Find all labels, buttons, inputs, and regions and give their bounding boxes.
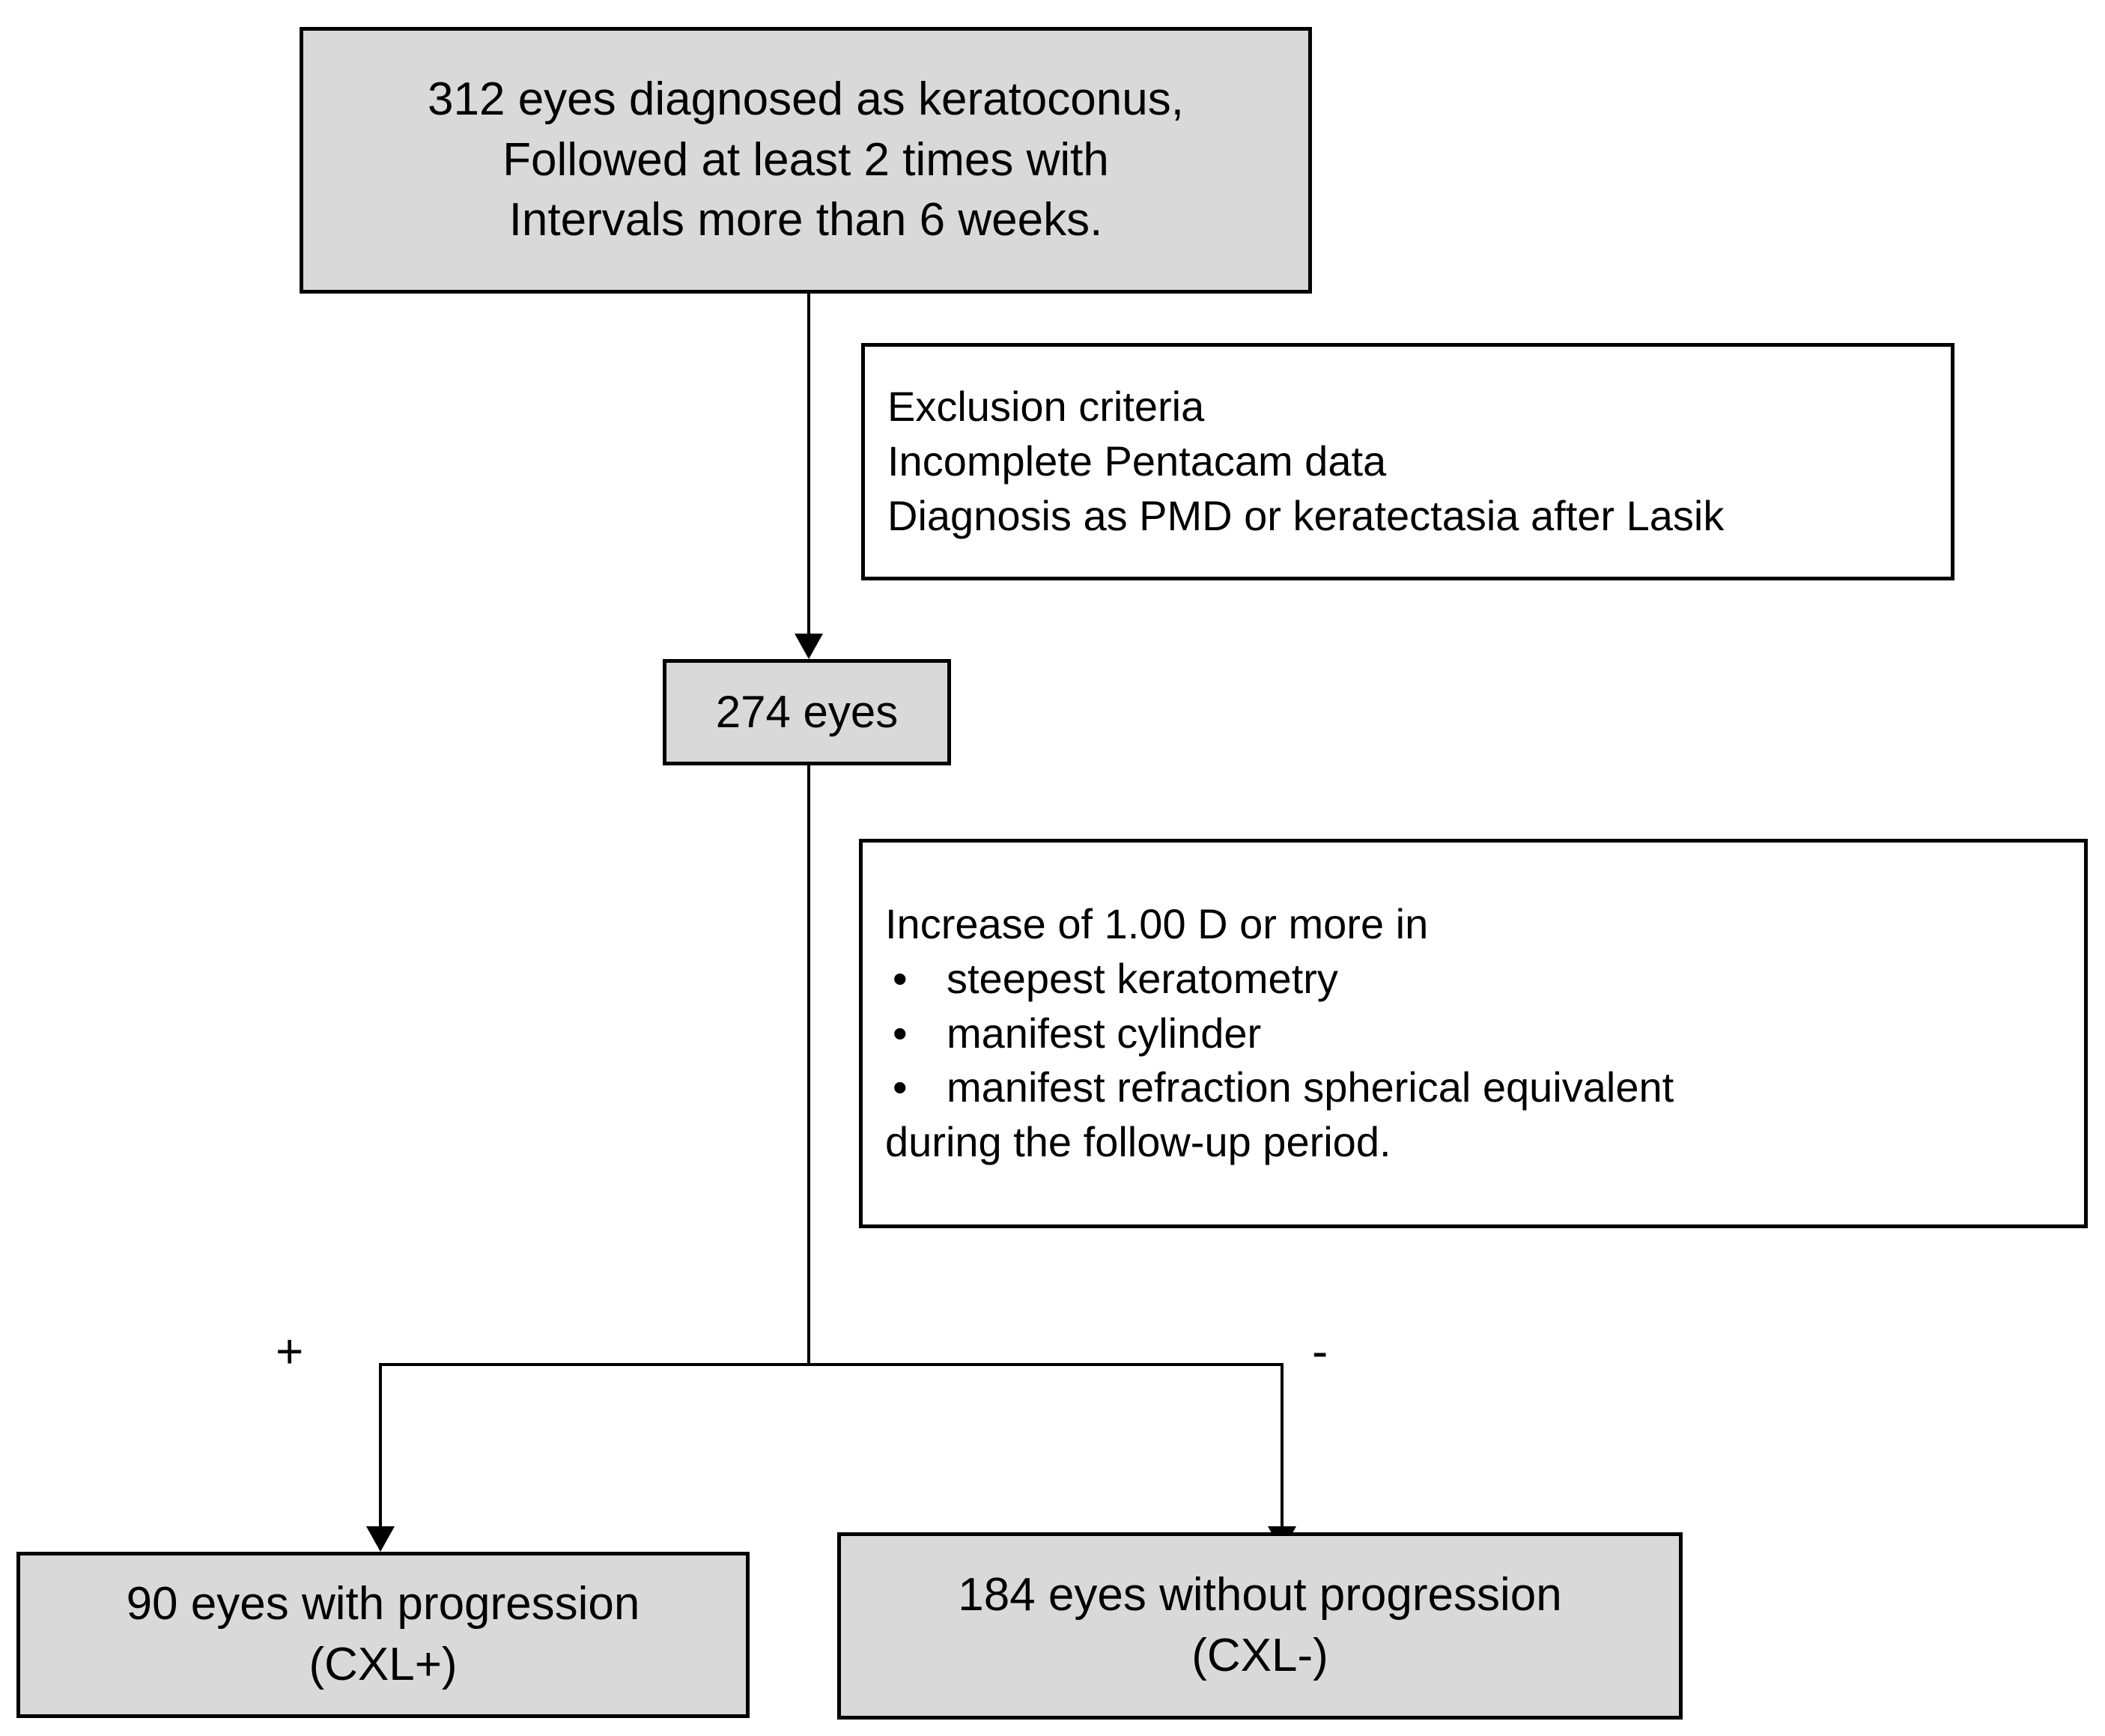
node-initial-cohort-line-2: Followed at least 2 times with — [502, 133, 1109, 186]
node-cxl-negative-line-1: 184 eyes without progression — [958, 1569, 1562, 1621]
progression-criteria-footer: during the follow-up period. — [885, 1118, 1391, 1166]
progression-criteria-heading: Increase of 1.00 D or more in — [885, 900, 1429, 947]
node-initial-cohort: 312 eyes diagnosed as keratoconus, Follo… — [300, 27, 1312, 294]
progression-criteria-bullet-2-text: manifest cylinder — [947, 1009, 1262, 1057]
arrowhead-branch-left-icon — [366, 1526, 395, 1552]
node-cxl-negative-line-2: (CXL-) — [1191, 1630, 1328, 1681]
connector-branch-right — [1281, 1363, 1284, 1528]
connector-cohort-to-274 — [807, 294, 810, 635]
node-initial-cohort-line-1: 312 eyes diagnosed as keratoconus, — [428, 73, 1184, 126]
node-cxl-negative: 184 eyes without progression (CXL-) — [837, 1532, 1683, 1720]
connector-274-to-branch — [807, 765, 810, 1365]
exclusion-criteria-line-1: Exclusion criteria — [887, 383, 1205, 431]
node-cxl-positive-line-1: 90 eyes with progression — [126, 1578, 640, 1630]
branch-label-positive: + — [276, 1324, 304, 1378]
connector-branch-bar — [379, 1363, 1284, 1366]
node-initial-cohort-line-3: Intervals more than 6 weeks. — [508, 194, 1103, 246]
node-274-eyes: 274 eyes — [663, 659, 951, 765]
progression-criteria-bullet-1: • steepest keratometry — [885, 952, 1338, 1007]
progression-criteria-bullet-3: • manifest refraction spherical equivalen… — [885, 1060, 1674, 1115]
node-cxl-positive-line-2: (CXL+) — [309, 1639, 458, 1690]
node-274-eyes-label: 274 eyes — [715, 687, 899, 737]
arrowhead-cohort-to-274-icon — [795, 634, 823, 659]
bullet-dot-icon: • — [893, 1063, 908, 1111]
progression-criteria-bullet-2: • manifest cylinder — [885, 1007, 1261, 1061]
exclusion-criteria-line-2: Incomplete Pentacam data — [887, 437, 1387, 485]
branch-label-negative: - — [1312, 1324, 1328, 1378]
connector-branch-left — [379, 1363, 382, 1528]
progression-criteria-bullet-3-text: manifest refraction spherical equivalent — [947, 1063, 1674, 1111]
progression-criteria-bullet-1-text: steepest keratometry — [947, 954, 1338, 1002]
node-progression-criteria: Increase of 1.00 D or more in • steepest … — [859, 839, 2088, 1228]
exclusion-criteria-line-3: Diagnosis as PMD or keratectasia after L… — [887, 491, 1725, 539]
bullet-dot-icon: • — [893, 954, 908, 1002]
bullet-dot-icon: • — [893, 1009, 908, 1057]
node-exclusion-criteria: Exclusion criteria Incomplete Pentacam d… — [861, 343, 1954, 580]
node-cxl-positive: 90 eyes with progression (CXL+) — [16, 1552, 750, 1718]
